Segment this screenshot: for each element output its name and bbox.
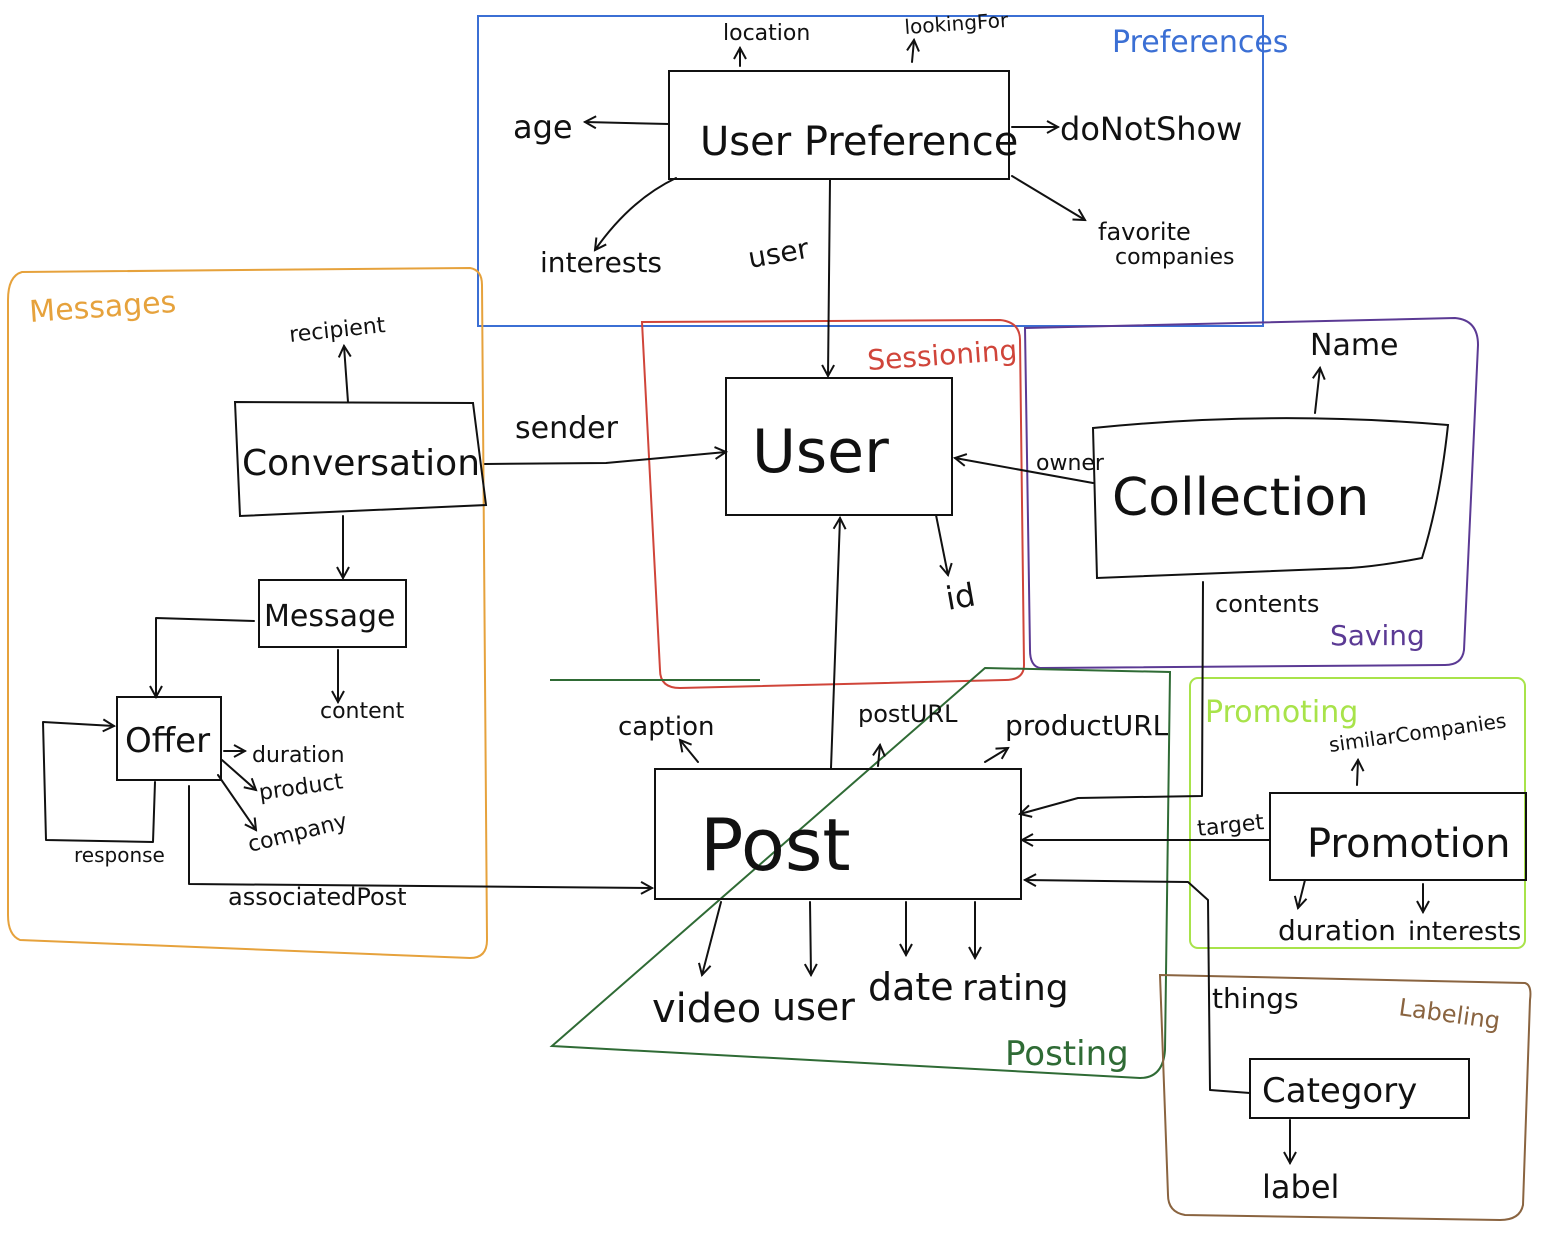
entity-conversation-title: Conversation — [242, 443, 480, 484]
arrow-age — [585, 122, 670, 124]
arrow-name — [1315, 368, 1320, 414]
arrow-things — [1025, 880, 1251, 1094]
arrow-caption — [680, 740, 699, 763]
arrow-duration-promo — [1298, 879, 1305, 908]
field-companies: companies — [1115, 245, 1235, 270]
entity-user-title: User — [752, 417, 889, 487]
field-duration-promo: duration — [1278, 914, 1396, 947]
field-user-post: user — [772, 985, 855, 1029]
field-label: label — [1262, 1168, 1339, 1206]
arrow-id — [935, 514, 948, 575]
arrow-interests-pref — [595, 177, 677, 250]
arrow-associated-post — [188, 785, 652, 888]
field-name: Name — [1310, 328, 1399, 363]
arrow-post-url — [878, 745, 880, 767]
entity-promotion-box — [1269, 792, 1527, 881]
field-rating: rating — [962, 968, 1069, 1009]
entity-conversation-box — [233, 400, 488, 518]
field-id: id — [943, 575, 978, 617]
group-label-messages: Messages — [28, 285, 177, 330]
entity-collection-box — [1091, 417, 1450, 580]
arrow-message-offer — [156, 617, 255, 697]
field-product-url: productURL — [1005, 709, 1169, 742]
field-target: target — [1196, 810, 1266, 842]
arrow-looking-for — [912, 40, 914, 63]
group-label-preferences: Preferences — [1112, 25, 1288, 60]
field-looking-for: lookingFor — [904, 8, 1010, 39]
group-label-labeling: Labeling — [1397, 993, 1502, 1035]
arrow-owner — [955, 458, 1094, 484]
field-do-not-show: doNotShow — [1060, 110, 1242, 148]
group-preferences-outline — [477, 15, 1264, 327]
field-content: content — [320, 699, 405, 724]
field-recipient: recipient — [288, 313, 387, 348]
arrow-sender — [484, 452, 726, 465]
field-sender: sender — [515, 411, 619, 446]
arrow-favorite-companies — [1011, 175, 1085, 220]
field-user-pref: user — [745, 232, 811, 275]
arrow-response-loop — [42, 722, 156, 843]
field-location: location — [723, 21, 810, 46]
field-duration-offer: duration — [252, 743, 345, 768]
field-favorite: favorite — [1098, 218, 1191, 246]
group-saving-outline — [1023, 316, 1480, 670]
entity-message-box — [258, 579, 407, 648]
group-label-sessioning: Sessioning — [866, 334, 1018, 377]
arrow-user-post — [810, 901, 811, 975]
arrow-similar-companies — [1357, 760, 1358, 786]
field-response: response — [74, 843, 165, 867]
entity-offer-box — [116, 696, 222, 781]
entity-post-title: Post — [700, 803, 851, 887]
entity-collection-title: Collection — [1112, 468, 1369, 528]
entity-message-title: Message — [264, 599, 395, 634]
field-product: product — [257, 769, 345, 806]
arrow-contents — [1020, 581, 1204, 814]
arrow-product-url — [984, 748, 1008, 763]
arrow-recipient — [344, 346, 348, 403]
field-company: company — [245, 809, 349, 858]
field-contents: contents — [1215, 590, 1319, 618]
field-interests-promo: interests — [1408, 917, 1521, 947]
entity-category-title: Category — [1262, 1071, 1417, 1111]
arrow-offer-company — [217, 774, 256, 830]
field-interests-pref: interests — [540, 246, 662, 279]
entity-promotion-title: Promotion — [1307, 821, 1511, 867]
arrow-video — [702, 901, 722, 975]
field-date: date — [868, 965, 954, 1009]
field-post-url: postURL — [858, 700, 958, 728]
arrow-offer-product — [221, 759, 256, 790]
group-sessioning-outline — [640, 318, 1026, 690]
entity-category-box — [1249, 1058, 1470, 1119]
group-label-saving: Saving — [1330, 619, 1425, 652]
arrow-preference-user — [828, 179, 830, 376]
group-label-promoting: Promoting — [1205, 695, 1358, 730]
group-messages-outline — [7, 266, 489, 960]
field-things: things — [1212, 982, 1299, 1015]
group-label-posting: Posting — [1005, 1034, 1129, 1074]
entity-user-preference-title: User Preference — [700, 119, 1018, 165]
field-caption: caption — [618, 712, 715, 742]
arrow-post-user — [830, 518, 840, 769]
field-associated-post: associatedPost — [228, 883, 407, 911]
group-posting-outline — [549, 666, 1172, 1080]
field-age: age — [513, 108, 573, 146]
field-owner: owner — [1036, 451, 1105, 476]
entity-offer-title: Offer — [125, 721, 210, 761]
group-labeling-outline — [1158, 973, 1532, 1222]
field-video: video — [652, 986, 761, 1032]
